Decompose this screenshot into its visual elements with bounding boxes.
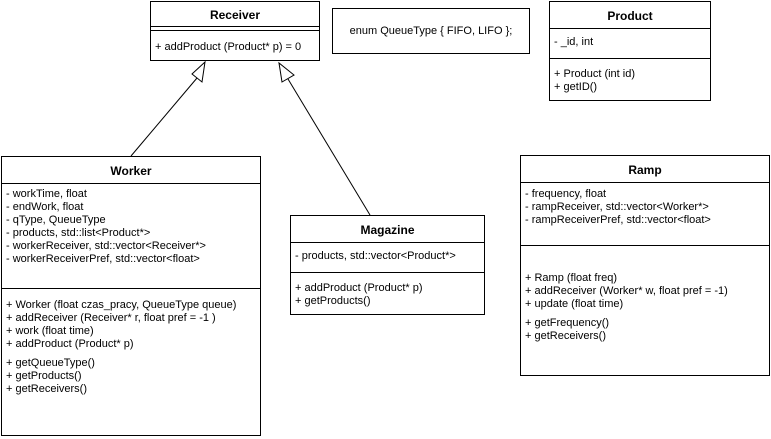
worker-field: - qType, QueueType	[6, 214, 106, 226]
ramp-fields: - frequency, float - rampReceiver, std::…	[525, 188, 767, 227]
product-fields: - _id, int	[554, 36, 708, 49]
magazine-fields-divider	[291, 272, 484, 273]
ramp-field: - rampReceiverPref, std::vector<float>	[525, 214, 711, 226]
worker-getter: + getReceivers()	[6, 383, 88, 395]
ramp-methods: + Ramp (float freq) + addReceiver (Worke…	[525, 272, 767, 343]
ramp-method: + Ramp (float freq)	[525, 272, 618, 284]
receiver-divider	[151, 26, 319, 27]
ramp-field: - rampReceiver, std::vector<Worker*>	[525, 201, 709, 213]
ramp-method: + update (float time)	[525, 298, 624, 310]
magazine-method: + getProducts()	[295, 295, 371, 307]
product-method: + Product (int id)	[554, 68, 636, 80]
queue-type-enum-text: enum QueueType { FIFO, LIFO };	[349, 25, 513, 37]
magazine-methods: + addProduct (Product* p) + getProducts(…	[295, 282, 482, 308]
ramp-class-title: Ramp	[628, 163, 662, 177]
magazine-class-title: Magazine	[360, 223, 415, 237]
worker-title-divider	[2, 183, 260, 184]
worker-method: + addProduct (Product* p)	[6, 338, 134, 350]
magazine-field: - products, std::vector<Product*>	[295, 250, 456, 262]
ramp-class: Ramp - frequency, float - rampReceiver, …	[520, 155, 770, 376]
worker-fields-divider	[2, 288, 260, 289]
receiver-class: Receiver + addProduct (Product* p) = 0	[150, 1, 320, 61]
magazine-class: Magazine - products, std::vector<Product…	[290, 215, 485, 315]
worker-field: - endWork, float	[6, 201, 84, 213]
worker-getter: + getQueueType()	[6, 357, 95, 369]
magazine-method: + addProduct (Product* p)	[295, 282, 423, 294]
worker-class: Worker - workTime, float - endWork, floa…	[1, 156, 261, 436]
product-title-divider	[550, 28, 710, 29]
worker-method: + work (float time)	[6, 325, 94, 337]
worker-to-receiver-line	[130, 77, 198, 157]
ramp-getter: + getReceivers()	[525, 330, 607, 342]
worker-method: + addReceiver (Receiver* r, float pref =…	[6, 312, 216, 324]
receiver-divider-2	[151, 30, 319, 31]
worker-methods: + Worker (float czas_pracy, QueueType qu…	[6, 299, 258, 396]
product-methods: + Product (int id) + getID()	[554, 68, 708, 94]
product-method: + getID()	[554, 81, 598, 93]
magazine-title-divider	[291, 242, 484, 243]
ramp-method: + addReceiver (Worker* w, float pref = -…	[525, 285, 728, 297]
product-fields-divider	[550, 58, 710, 59]
worker-field: - workerReceiver, std::vector<Receiver*>	[6, 240, 206, 252]
worker-method: + Worker (float czas_pracy, QueueType qu…	[6, 299, 237, 311]
product-class-title: Product	[607, 9, 653, 23]
worker-field: - workerReceiverPref, std::vector<float>	[6, 253, 200, 265]
ramp-field: - frequency, float	[525, 188, 607, 200]
ramp-title-divider	[521, 182, 769, 183]
magazine-to-receiver-line	[287, 78, 371, 216]
receiver-method: + addProduct (Product* p) = 0	[155, 41, 302, 53]
product-class: Product - _id, int + Product (int id) + …	[549, 1, 711, 101]
worker-field: - workTime, float	[6, 188, 87, 200]
worker-fields: - workTime, float - endWork, float - qTy…	[6, 188, 258, 266]
magazine-fields: - products, std::vector<Product*>	[295, 250, 482, 263]
queue-type-enum: enum QueueType { FIFO, LIFO };	[332, 8, 530, 54]
ramp-getter: + getFrequency()	[525, 317, 610, 329]
product-field: - _id, int	[554, 36, 594, 48]
worker-field: - products, std::list<Product*>	[6, 227, 151, 239]
worker-inheritance-arrowhead	[191, 60, 206, 83]
worker-getter: + getProducts()	[6, 370, 82, 382]
receiver-methods: + addProduct (Product* p) = 0	[155, 41, 317, 54]
magazine-inheritance-arrowhead	[278, 61, 295, 83]
worker-class-title: Worker	[110, 164, 152, 178]
receiver-class-title: Receiver	[209, 8, 261, 22]
ramp-fields-divider	[521, 245, 769, 246]
